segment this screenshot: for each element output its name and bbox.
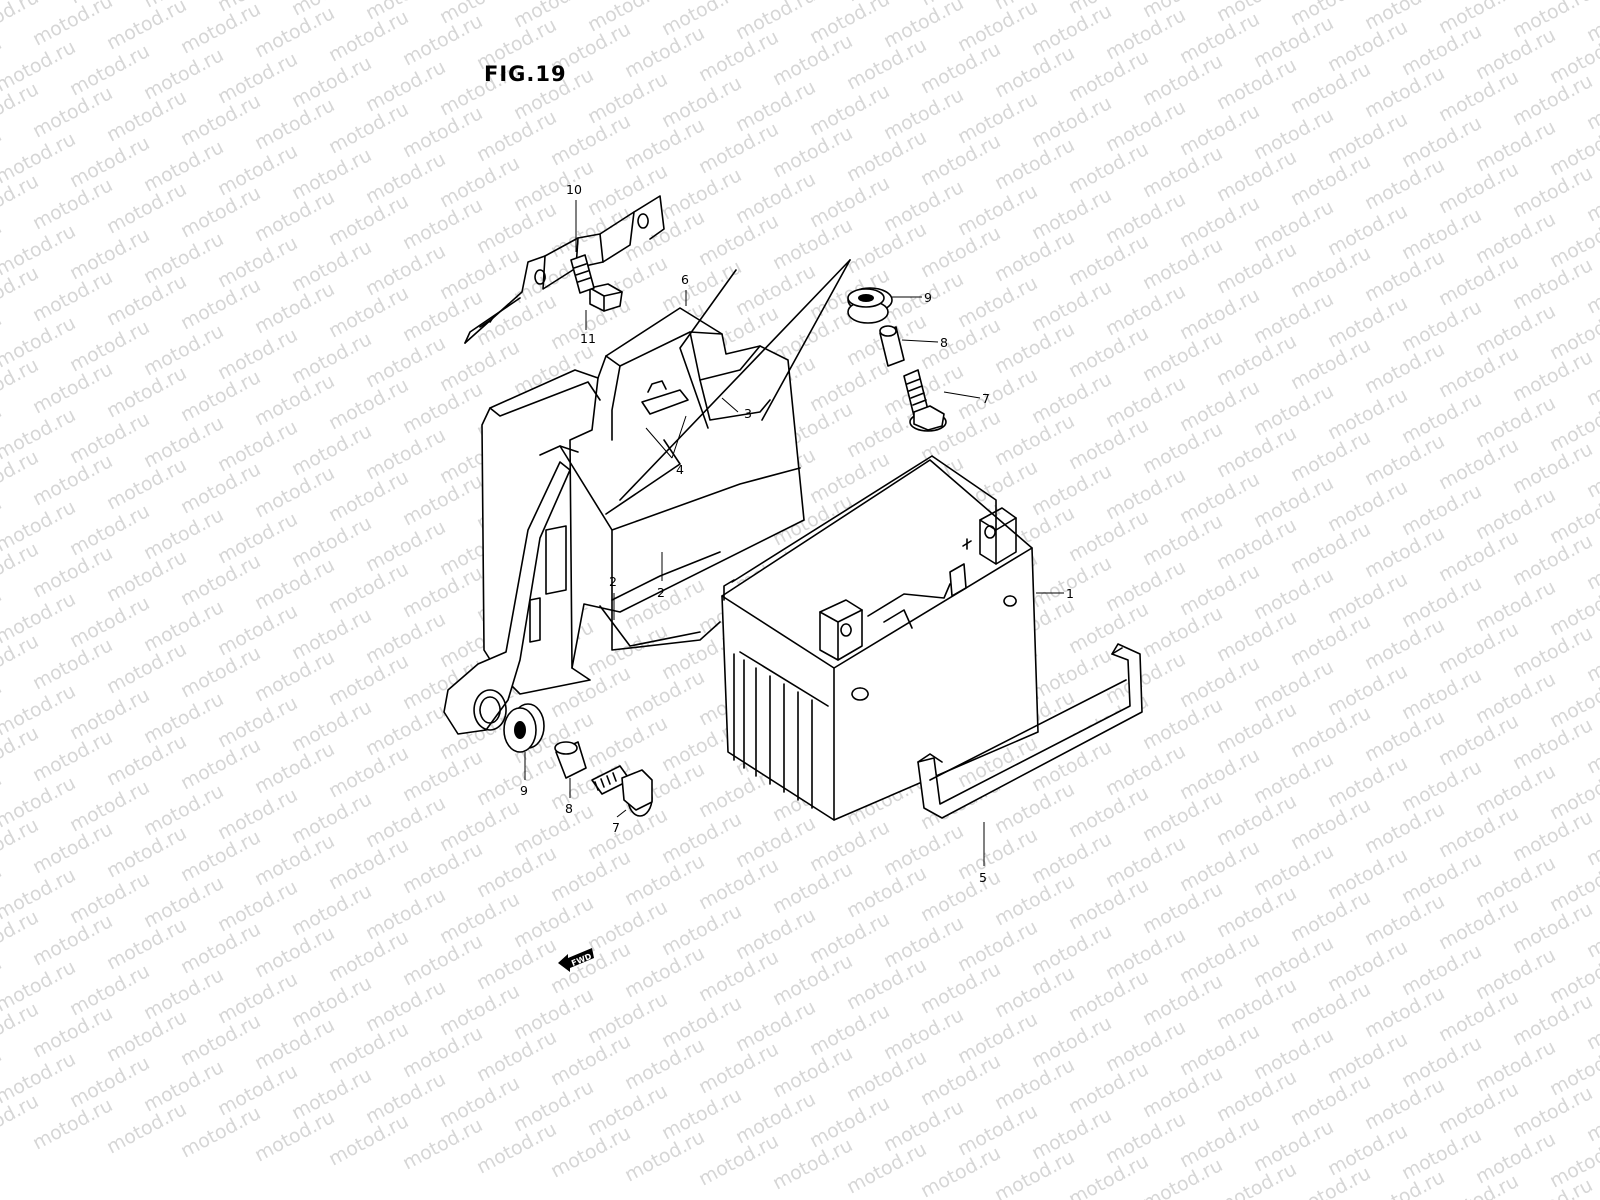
part-7-bolt-bottom [591, 765, 653, 817]
callout-7: 7 [982, 391, 990, 406]
part-11-bolt [570, 254, 623, 312]
callout-5: 5 [979, 870, 987, 885]
part-8-collar-top [879, 325, 905, 367]
part-8-collar-bottom [554, 741, 587, 779]
callout-9: 9 [924, 290, 932, 305]
part-9-grommet-bottom [503, 703, 545, 753]
part-6-battery-case [481, 259, 851, 695]
callout-2: 2 [609, 574, 617, 589]
callout-4: 4 [676, 462, 684, 477]
callout-10: 10 [566, 182, 582, 197]
part-5-strap [917, 643, 1143, 819]
part-9-grommet-top [847, 287, 893, 324]
callout-3: 3 [744, 406, 752, 421]
part-10-bracket [464, 195, 665, 344]
callout-9: 9 [520, 783, 528, 798]
callout-7: 7 [612, 820, 620, 835]
part-6-mount-arm [443, 461, 571, 735]
callout-8: 8 [940, 335, 948, 350]
callout-8: 8 [565, 801, 573, 816]
fwd-label: FWD [570, 952, 593, 968]
part-7-bolt-top [903, 369, 947, 432]
leader-lines [524, 200, 1064, 866]
figure-title: FIG.19 [484, 62, 567, 86]
callout-6: 6 [681, 272, 689, 287]
callout-1: 1 [1066, 586, 1074, 601]
callout-11: 11 [580, 331, 596, 346]
callout-2: 2 [657, 585, 665, 600]
part-1-battery [721, 455, 1039, 821]
fwd-arrow-icon: FWD [558, 948, 594, 972]
